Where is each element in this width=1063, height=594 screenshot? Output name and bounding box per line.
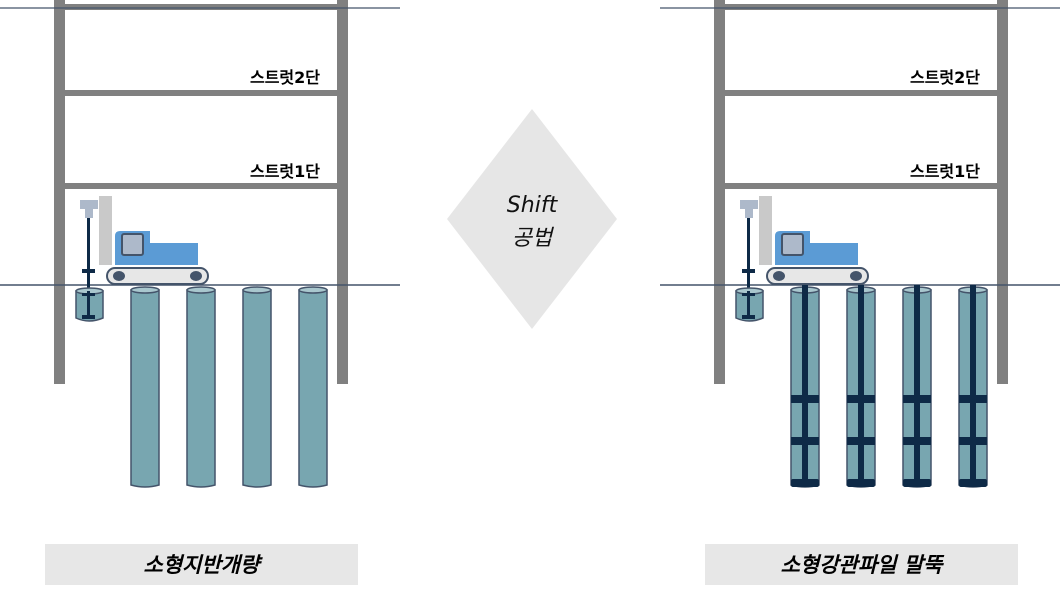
- strut-2-label: 스트럿2단: [910, 68, 980, 87]
- steel-pipe-pile: [790, 285, 820, 488]
- shift-label: Shift: [507, 193, 559, 218]
- panel-caption: 소형지반개량: [144, 553, 264, 577]
- improved-soil-column: [242, 286, 272, 488]
- improved-soil-column: [298, 286, 328, 488]
- panel-caption: 소형강관파일 말뚝: [781, 553, 946, 577]
- top-strut: [725, 4, 997, 10]
- right-retaining-wall: [997, 0, 1008, 384]
- center-diamond: Shift 공법: [447, 109, 617, 329]
- auger-bucket-icon: [75, 287, 104, 322]
- strut-level-1: [725, 183, 997, 189]
- steel-pipe-pile: [846, 285, 876, 488]
- improved-soil-column: [130, 286, 160, 488]
- strut-1-label: 스트럿1단: [910, 162, 980, 181]
- left-retaining-wall: [714, 0, 725, 384]
- drilling-machine-icon: [740, 196, 869, 318]
- auger-bucket-icon: [735, 287, 764, 322]
- steel-pipe-pile: [902, 285, 932, 488]
- top-strut: [65, 4, 337, 10]
- improved-soil-column: [186, 286, 216, 488]
- strut-2-label: 스트럿2단: [250, 68, 320, 87]
- strut-1-label: 스트럿1단: [250, 162, 320, 181]
- strut-level-2: [725, 90, 997, 96]
- drilling-machine-icon: [80, 196, 209, 318]
- strut-level-1: [65, 183, 337, 189]
- strut-level-2: [65, 90, 337, 96]
- steel-pipe-pile: [958, 285, 988, 488]
- method-label: 공법: [512, 226, 555, 251]
- caption-box: [705, 544, 1018, 585]
- left-retaining-wall: [54, 0, 65, 384]
- caption-box: [45, 544, 358, 585]
- right-retaining-wall: [337, 0, 348, 384]
